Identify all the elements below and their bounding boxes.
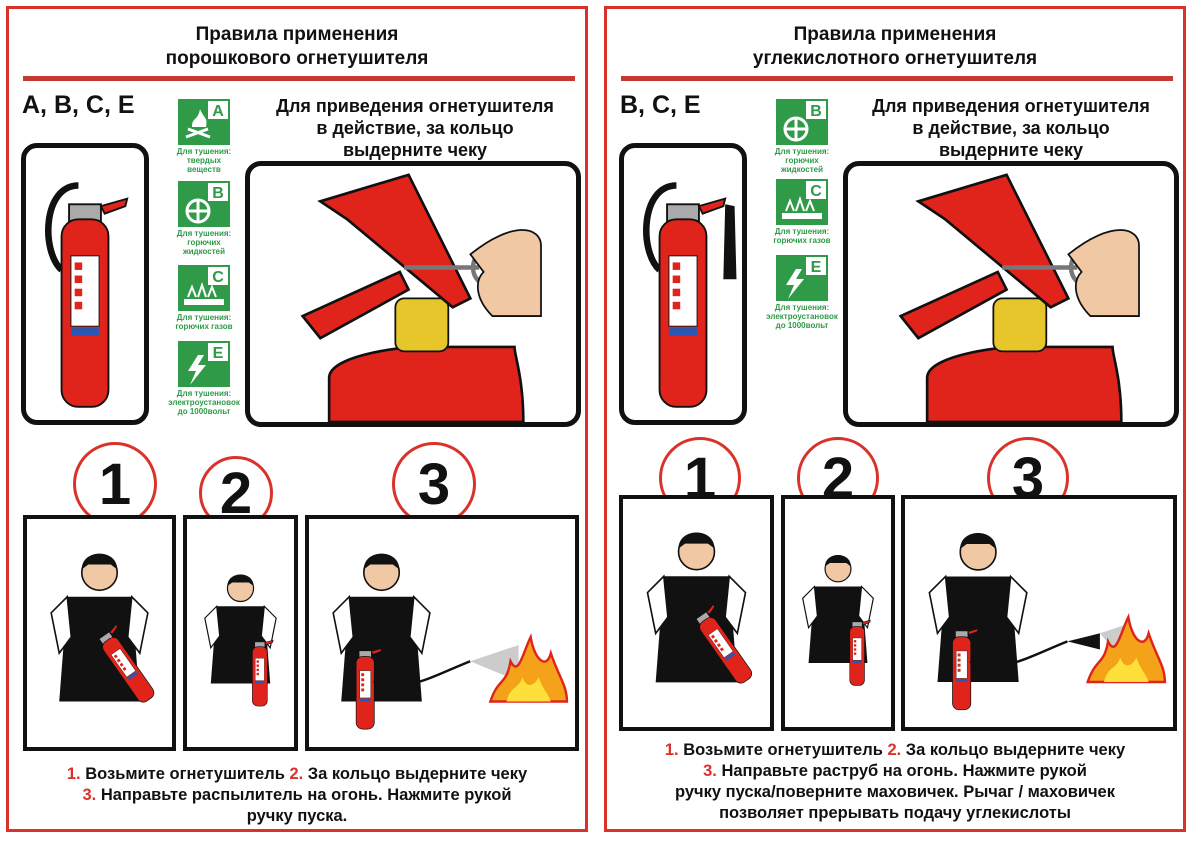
- step-text: За кольцо выдерните чеку: [901, 741, 1126, 759]
- class-caption: электроустановок: [766, 312, 838, 321]
- class-caption: горючих: [785, 156, 819, 165]
- step-1-illustration: [23, 515, 176, 751]
- class-letter: B: [810, 103, 822, 120]
- fire-class-c: C Для тушения:горючих газов: [757, 179, 847, 245]
- step-text: ручку пуска/поверните маховичек. Рычаг /…: [674, 783, 1115, 801]
- class-caption: Для тушения:: [774, 227, 830, 236]
- gas-fire-icon: C: [178, 265, 230, 311]
- step-number: 1.: [664, 741, 679, 759]
- pull-pin-illustration: [843, 161, 1179, 427]
- step-3-illustration: [901, 495, 1177, 731]
- instruction-line: в действие, за кольцо: [316, 118, 514, 138]
- co2-extinguisher-poster: Правила применения углекислотного огнету…: [604, 6, 1186, 832]
- step-text: ручку пуска.: [246, 807, 348, 825]
- class-caption: до 1000вольт: [775, 321, 829, 330]
- step-number: 2.: [887, 741, 902, 759]
- step-2-illustration: [183, 515, 298, 751]
- class-caption: Для тушения:: [774, 147, 830, 156]
- class-caption: горючих: [187, 238, 221, 247]
- class-letter: B: [212, 185, 224, 202]
- usage-steps-text: 1. Возьмите огнетушитель 2. За кольцо вы…: [9, 764, 585, 827]
- step-number-3: 3: [392, 442, 476, 526]
- step-text: Возьмите огнетушитель: [678, 741, 888, 759]
- step-3-illustration: [305, 515, 579, 751]
- liquid-fire-icon: B: [178, 181, 230, 227]
- class-caption: Для тушения:: [176, 229, 232, 238]
- electric-icon: E: [178, 341, 230, 387]
- step-number-1: 1: [73, 442, 157, 526]
- class-caption: электроустановок: [168, 398, 240, 407]
- extinguisher-illustration: [619, 143, 747, 425]
- class-caption: Для тушения:: [774, 303, 830, 312]
- instruction-line: выдерните чеку: [938, 140, 1084, 160]
- class-caption: веществ: [187, 165, 221, 174]
- instruction-line: выдерните чеку: [342, 140, 488, 160]
- title-divider: [23, 76, 575, 81]
- gas-fire-icon: C: [776, 179, 828, 225]
- class-caption: горючих газов: [773, 236, 831, 245]
- poster-title: Правила применения порошкового огнетушит…: [9, 23, 585, 71]
- class-caption: Для тушения:: [176, 313, 232, 322]
- class-caption: Для тушения:: [176, 147, 232, 156]
- pull-pin-illustration: [245, 161, 581, 427]
- step-number: 3.: [703, 762, 717, 780]
- class-letter: C: [810, 183, 822, 200]
- step-text: Направьте раструб на огонь. Нажмите руко…: [716, 762, 1087, 780]
- title-line-2: порошкового огнетушителя: [165, 48, 429, 69]
- step-number: 1.: [66, 765, 81, 783]
- class-caption: горючих газов: [175, 322, 233, 331]
- step-text: За кольцо выдерните чеку: [303, 765, 528, 783]
- electric-icon: E: [776, 255, 828, 301]
- title-line-2: углекислотного огнетушителя: [752, 48, 1038, 69]
- class-caption: жидкостей: [780, 165, 824, 174]
- step-text: Направьте распылитель на огонь. Нажмите …: [96, 786, 512, 804]
- class-caption: Для тушения:: [176, 389, 232, 398]
- fire-classes-label: A, B, C, E: [22, 91, 135, 119]
- usage-steps-text: 1. Возьмите огнетушитель 2. За кольцо вы…: [607, 740, 1183, 824]
- extinguisher-illustration: [21, 143, 149, 425]
- poster-title: Правила применения углекислотного огнету…: [607, 23, 1183, 71]
- class-caption: жидкостей: [182, 247, 226, 256]
- step-1-illustration: [619, 495, 774, 731]
- solid-fire-icon: A: [178, 99, 230, 145]
- fire-class-c: C Для тушения:горючих газов: [159, 265, 249, 331]
- title-line-1: Правила применения: [195, 24, 399, 45]
- step-text: Возьмите огнетушитель: [80, 765, 290, 783]
- liquid-fire-icon: B: [776, 99, 828, 145]
- class-letter: E: [811, 259, 822, 276]
- class-letter: C: [212, 269, 224, 286]
- class-caption: твердых: [186, 156, 222, 165]
- title-divider: [621, 76, 1173, 81]
- step-2-illustration: [781, 495, 895, 731]
- powder-extinguisher-poster: Правила применения порошкового огнетушит…: [6, 6, 588, 832]
- step-number: 2.: [289, 765, 304, 783]
- class-letter: A: [212, 103, 224, 120]
- activation-instruction: Для приведения огнетушителя в действие, …: [851, 95, 1171, 161]
- step-text: позволяет прерывать подачу углекислоты: [719, 804, 1071, 822]
- class-caption: до 1000вольт: [177, 407, 231, 416]
- fire-classes-label: B, C, E: [620, 91, 701, 119]
- class-letter: E: [213, 345, 224, 362]
- instruction-line: Для приведения огнетушителя: [872, 96, 1150, 116]
- title-line-1: Правила применения: [793, 24, 997, 45]
- step-number: 3.: [82, 786, 97, 804]
- activation-instruction: Для приведения огнетушителя в действие, …: [255, 95, 575, 161]
- instruction-line: Для приведения огнетушителя: [276, 96, 554, 116]
- instruction-line: в действие, за кольцо: [912, 118, 1110, 138]
